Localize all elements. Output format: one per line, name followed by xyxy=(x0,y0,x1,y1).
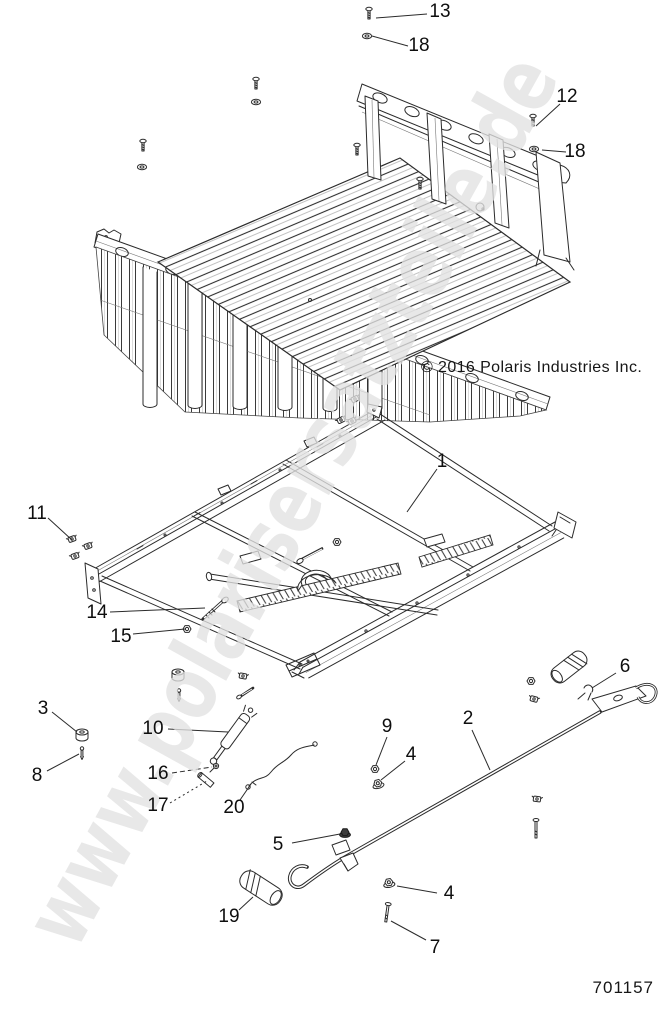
flangenut-4b xyxy=(382,877,396,889)
callout-2: 2 xyxy=(462,708,474,729)
callout-16: 16 xyxy=(147,763,169,784)
callout-5: 5 xyxy=(272,834,284,855)
cable-20 xyxy=(245,741,318,790)
callout-7: 7 xyxy=(429,937,441,958)
callout-18a: 18 xyxy=(408,35,430,56)
bolt-7 xyxy=(382,901,392,923)
screw-13 xyxy=(365,6,373,20)
callout-1: 1 xyxy=(436,451,448,472)
callout-14: 14 xyxy=(86,602,108,623)
callout-20: 20 xyxy=(223,797,245,818)
spring-clip-6 xyxy=(577,684,594,701)
nut-9 xyxy=(370,765,380,773)
spacer-17 xyxy=(197,771,215,788)
hardware-drawing xyxy=(65,6,658,923)
callout-3: 3 xyxy=(37,698,49,719)
callout-6: 6 xyxy=(619,656,631,677)
callout-11: 11 xyxy=(27,503,47,524)
callout-9: 9 xyxy=(381,716,393,737)
pin-16 xyxy=(212,762,220,770)
callout-8: 8 xyxy=(31,765,43,786)
callout-17: 17 xyxy=(147,795,169,816)
bushing-3 xyxy=(75,728,89,742)
grip-handle-19 xyxy=(239,869,283,906)
grip-handle-top xyxy=(550,650,588,684)
box-frame-drawing xyxy=(84,403,577,679)
pivot-rod-2 xyxy=(287,683,658,890)
callout-13: 13 xyxy=(429,1,451,22)
pin-8 xyxy=(79,746,85,760)
diagram-part-number: 701157 xyxy=(592,978,654,997)
callout-4a: 4 xyxy=(405,744,417,765)
callout-4b: 4 xyxy=(443,883,455,904)
watermark-text: www.polarisersatzteile.de xyxy=(4,38,579,963)
callout-12: 12 xyxy=(556,86,578,107)
bolt-14 xyxy=(221,596,229,604)
cargo-box-drawing xyxy=(93,83,575,423)
callout-leader-lines xyxy=(46,13,617,941)
callout-19: 19 xyxy=(218,906,240,927)
washer-18-top xyxy=(361,32,373,40)
callout-15: 15 xyxy=(110,626,132,647)
copyright-notice: © 2016 Polaris Industries Inc. xyxy=(421,359,643,376)
nut-5 xyxy=(339,828,351,838)
callout-18b: 18 xyxy=(564,141,586,162)
callout-10: 10 xyxy=(142,718,164,739)
prop-rod-10 xyxy=(209,704,258,765)
flangenut-4a xyxy=(371,777,386,791)
